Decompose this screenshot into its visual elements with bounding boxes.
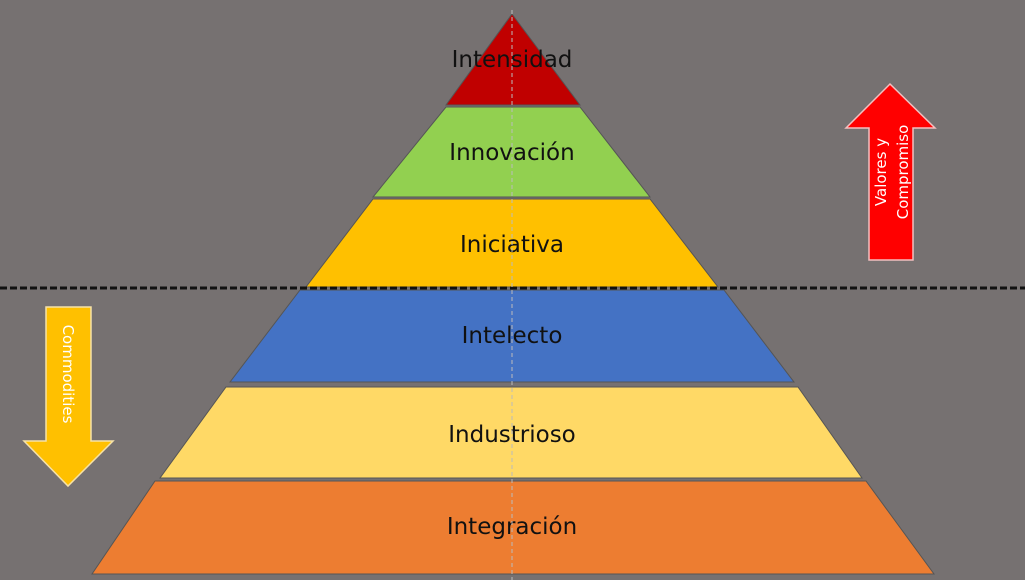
up-arrow: Valores y Compromiso [844,82,937,261]
pyramid-level-shape [91,480,935,575]
down-arrow-label: Commodities [59,325,77,424]
pyramid-level-4: Industrioso [159,386,863,479]
up-arrow-line1: Valores y [872,138,890,206]
pyramid-level-5: Integración [91,480,935,575]
pyramid-level-shape [445,13,581,106]
down-arrow: Commodities [22,306,115,488]
up-arrow-line2: Compromiso [894,125,912,220]
pyramid-level-shape [159,386,863,479]
pyramid-level-0: Intensidad [445,13,581,106]
